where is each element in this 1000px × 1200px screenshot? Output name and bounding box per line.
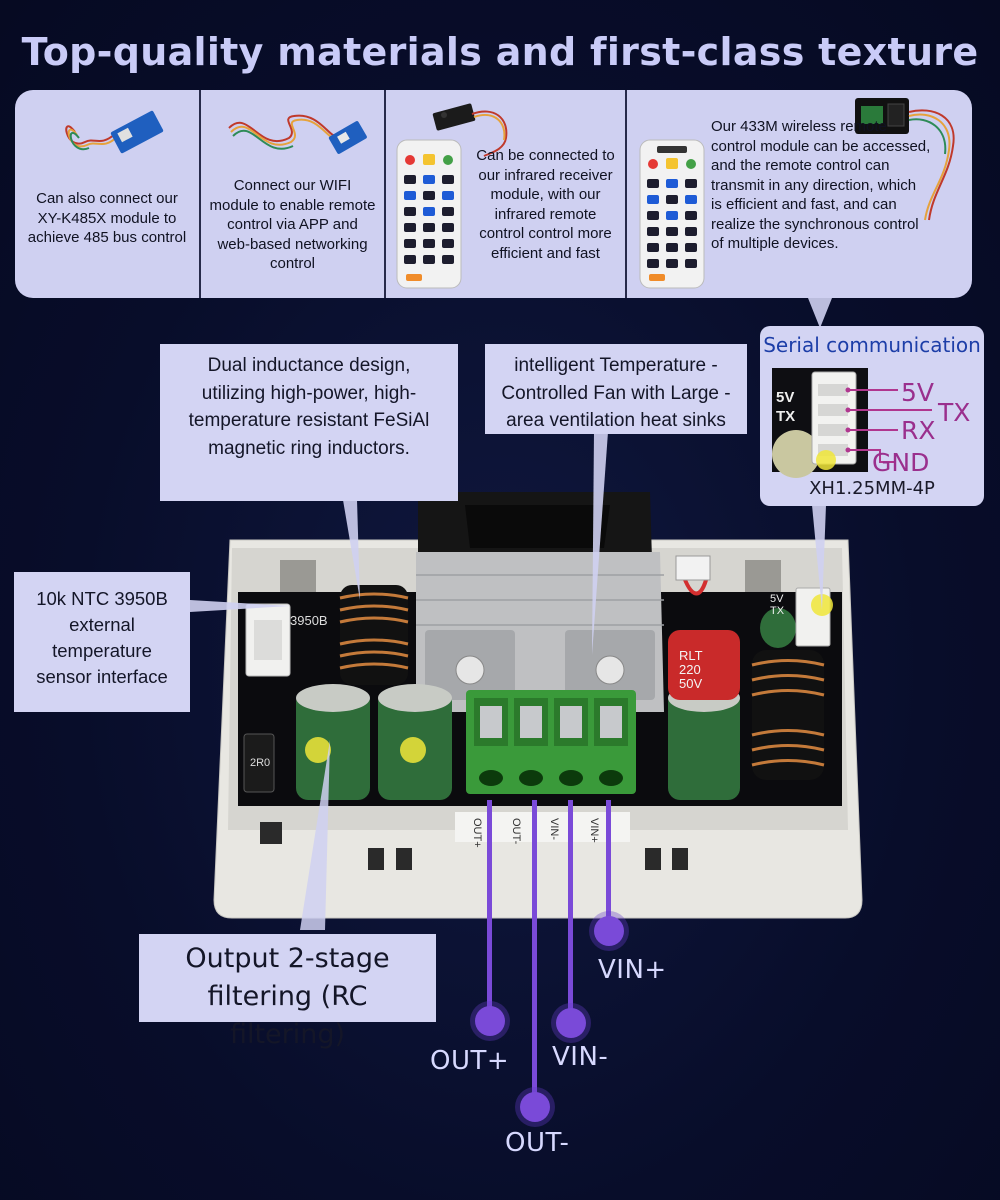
resistor-marking: 2R0 (250, 757, 270, 769)
label-out-plus: OUT+ (430, 1046, 510, 1076)
ntc-silkscreen: 3950B (290, 613, 328, 628)
feature-485-text: Can also connect our XY-K485X module to … (27, 190, 187, 246)
out-plus-dot (475, 1006, 505, 1036)
433m-remote-icon (639, 98, 955, 289)
vin-minus-dot (556, 1008, 586, 1038)
serial-pin-gnd: GND (872, 448, 930, 477)
terminal-label-vin-plus: VIN+ (588, 818, 600, 843)
serial-pin-tx: TX (938, 398, 971, 427)
serial-pin-5v: 5V (901, 378, 935, 407)
inductor-callout: Dual inductance design, utilizing high-p… (160, 344, 458, 501)
ntc-callout: 10k NTC 3950B external temperature senso… (14, 572, 190, 712)
label-out-minus: OUT- (505, 1128, 570, 1158)
rs485-module-icon (65, 110, 164, 154)
vin-minus-line (568, 800, 573, 1018)
terminal-label-out-plus: OUT+ (471, 818, 483, 848)
feature-strip: Can also connect our XY-K485X module to … (15, 90, 972, 298)
cap-marking-2: 220 (679, 662, 701, 677)
feature-485: Can also connect our XY-K485X module to … (15, 90, 201, 298)
feature-ir: Can be connected to our infrared receive… (386, 90, 627, 298)
board-pin-tx: TX (770, 605, 785, 617)
wifi-module-icon (228, 114, 367, 154)
serial-connector-label: XH1.25MM-4P (809, 478, 935, 499)
filter-callout: Output 2-stage filtering (RC filtering) (139, 934, 436, 1050)
serial-pin-rx: RX (901, 416, 936, 445)
closeup-pin-5v: 5V (776, 389, 794, 406)
serial-connector-closeup: 5V TX (772, 368, 932, 478)
out-minus-dot (520, 1092, 550, 1122)
board-pin-5v: 5V (770, 593, 784, 605)
vin-plus-dot (594, 916, 624, 946)
feature-433m-text: Our 433M wireless remote control module … (711, 118, 931, 252)
feature-wifi-text: Connect our WIFI module to enable remote… (209, 177, 376, 272)
closeup-pin-tx: TX (776, 408, 795, 425)
label-vin-minus: VIN- (552, 1042, 609, 1072)
ir-remote-icon (396, 103, 508, 289)
out-plus-line (487, 800, 492, 1018)
feature-wifi: Connect our WIFI module to enable remote… (201, 90, 386, 298)
terminal-label-vin-minus: VIN- (548, 818, 560, 840)
fan-callout: intelligent Temperature -Controlled Fan … (485, 344, 747, 434)
page-title: Top-quality materials and first-class te… (21, 30, 979, 74)
terminal-label-out-minus: OUT- (510, 818, 522, 845)
cap-marking-1: RLT (679, 648, 703, 663)
out-minus-line (532, 800, 537, 1100)
feature-ir-text: Can be connected to our infrared receive… (476, 147, 615, 262)
feature-433m: Our 433M wireless remote control module … (627, 90, 972, 298)
label-vin-plus: VIN+ (598, 955, 667, 985)
vin-plus-line (606, 800, 611, 928)
serial-title: Serial communication (763, 333, 981, 357)
cap-marking-3: 50V (679, 676, 702, 691)
